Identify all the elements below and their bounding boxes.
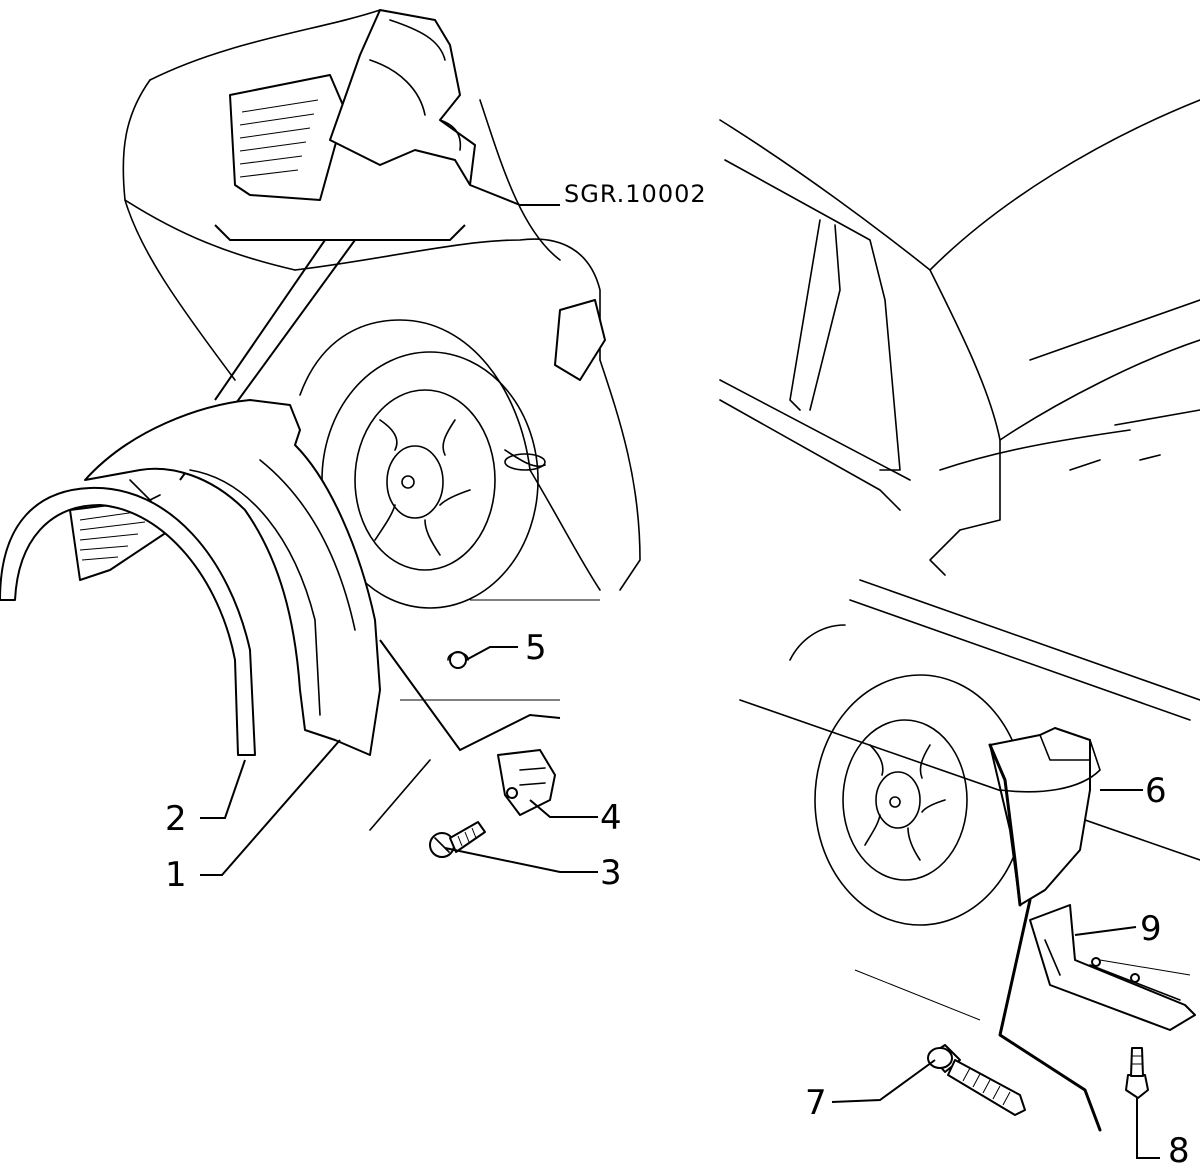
inset-liner-detail xyxy=(122,9,561,381)
callout-6: 6 xyxy=(1145,771,1167,811)
right-wheel xyxy=(814,674,1026,926)
callout-9: 9 xyxy=(1140,909,1162,949)
callout-8: 8 xyxy=(1168,1131,1190,1165)
reference-code: SGR.10002 xyxy=(564,180,707,208)
callout-3: 3 xyxy=(600,853,622,893)
callout-2: 2 xyxy=(165,799,187,839)
callout-4: 4 xyxy=(600,798,622,838)
part-6-mud-flap xyxy=(988,727,1101,907)
bracket-arm xyxy=(379,639,561,752)
reference-leader xyxy=(469,184,560,206)
right-car-body xyxy=(719,99,1200,1021)
inset-bracket xyxy=(214,224,466,241)
part-3-self-tapping-screw xyxy=(429,821,486,858)
part-1-wheel-arch-liner xyxy=(69,399,381,756)
callout-1: 1 xyxy=(165,855,187,895)
bracket-arm-lower xyxy=(369,759,431,831)
left-car-body xyxy=(294,238,641,701)
part-8-short-bolt xyxy=(1125,1047,1149,1099)
leader-lines xyxy=(200,646,1160,1159)
callout-5: 5 xyxy=(525,628,547,668)
part-9-lower-guard xyxy=(1029,904,1196,1031)
part-4-spring-clip xyxy=(497,749,556,816)
callout-7: 7 xyxy=(805,1083,827,1123)
support-bracket xyxy=(998,898,1102,1132)
part-7-long-bolt xyxy=(927,1044,1026,1116)
part-5-clip-nut xyxy=(447,651,469,669)
part-2-arch-trim-strip xyxy=(0,486,256,756)
inset-pointer-a xyxy=(214,239,326,401)
